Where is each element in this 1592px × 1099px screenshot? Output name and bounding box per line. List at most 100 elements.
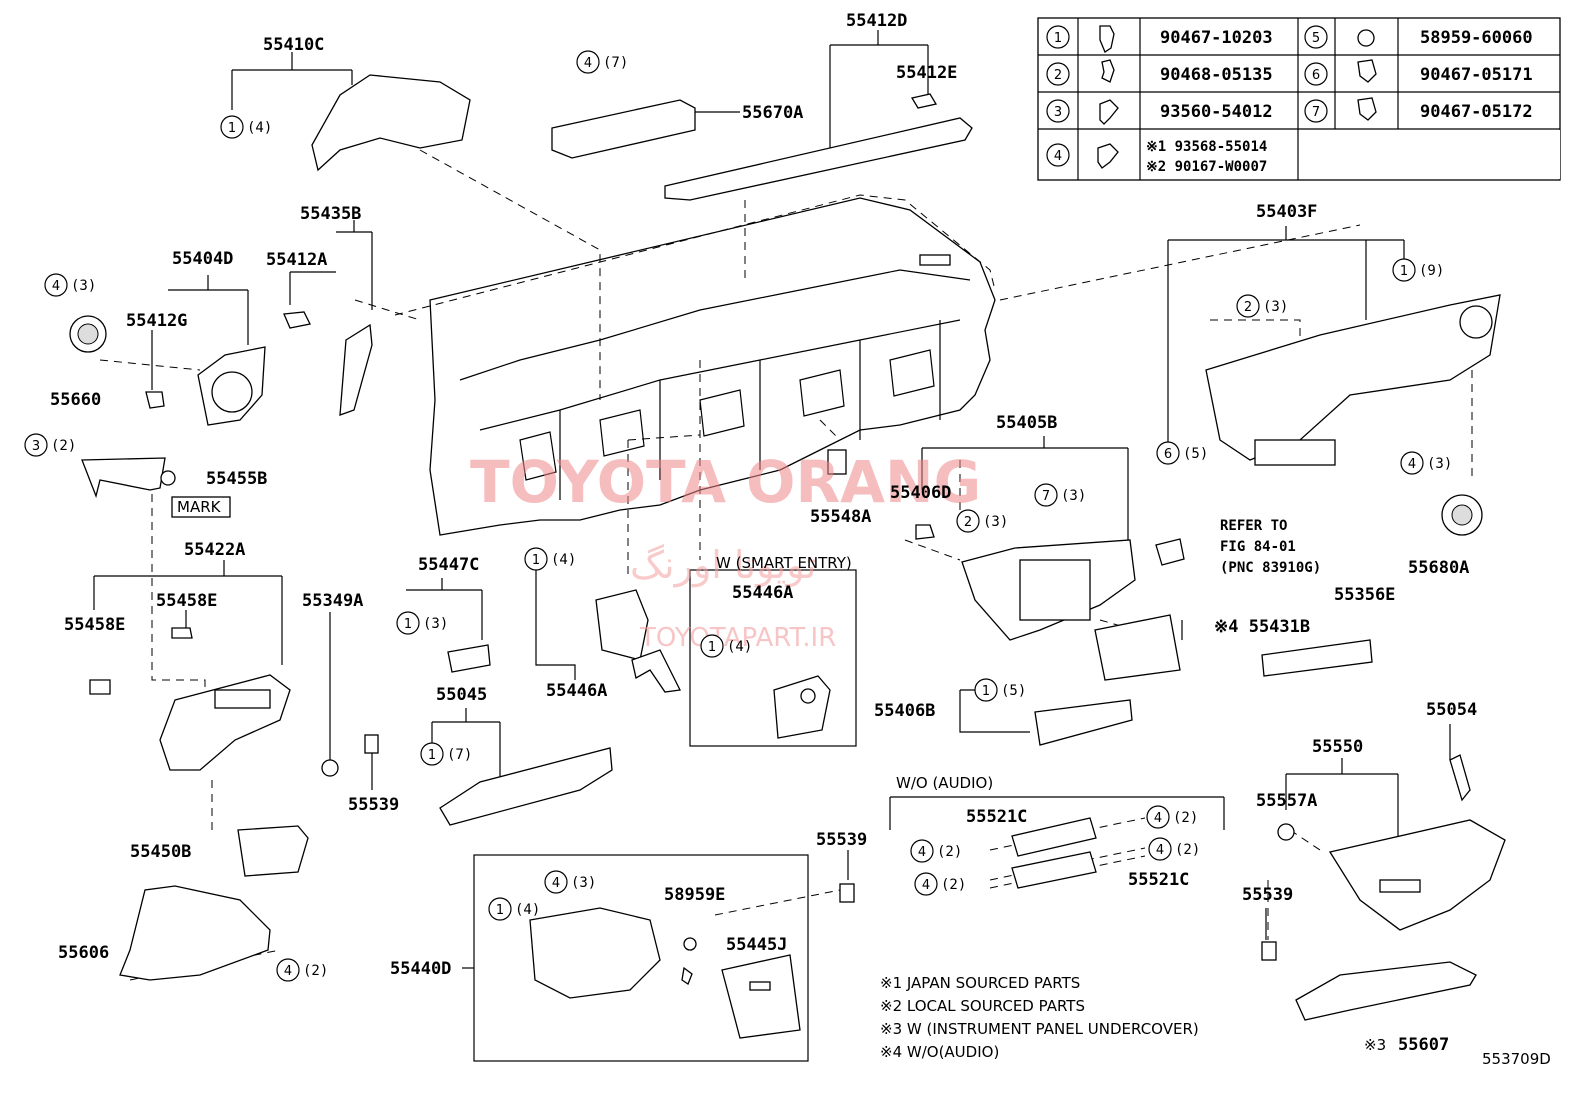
- watermark: TOYOTA ORANG تویوتا اورنگ TOYOTAPART.IR: [470, 448, 981, 653]
- clip-55458E-a: [89, 679, 111, 695]
- label-55412A: 55412A: [266, 250, 327, 270]
- part-labels: 55410C 55412D 55412E 55670A 55435B 55412…: [50, 11, 1551, 1068]
- table-part-4b: ※2 90167-W0007: [1146, 159, 1267, 175]
- glovebox-55550: [1328, 819, 1506, 931]
- svg-text:(2): (2): [941, 877, 966, 893]
- clip-55539-c: [1261, 941, 1277, 961]
- svg-text:7: 7: [1042, 489, 1050, 504]
- svg-text:(3): (3): [1061, 488, 1086, 504]
- table-part-2: 90468-05135: [1160, 65, 1273, 85]
- svg-text:(4): (4): [515, 902, 540, 918]
- clip-55548A: [827, 449, 847, 475]
- svg-text:(7): (7): [603, 55, 628, 71]
- clip-icon: [1357, 59, 1377, 83]
- svg-text:(PNC 83910G): (PNC 83910G): [1220, 560, 1321, 576]
- refer-note: REFER TO FIG 84-01 (PNC 83910G): [1220, 518, 1321, 576]
- label-55410C: 55410C: [263, 35, 324, 55]
- label-55447C: 55447C: [418, 555, 479, 575]
- label-55435B: 55435B: [300, 204, 361, 224]
- svg-text:4: 4: [1154, 811, 1162, 826]
- undercover-55606: [119, 885, 271, 981]
- svg-text:1: 1: [404, 617, 412, 632]
- cap-icon: [1357, 29, 1375, 47]
- screw-icon: [1099, 99, 1119, 125]
- svg-text:تویوتا اورنگ: تویوتا اورنگ: [630, 543, 817, 588]
- svg-text:1: 1: [982, 684, 990, 699]
- meter-hood: [311, 74, 471, 172]
- footnote-1: ※1 JAPAN SOURCED PARTS: [880, 974, 1080, 992]
- svg-text:(5): (5): [1183, 446, 1208, 462]
- svg-text:5: 5: [1312, 31, 1320, 46]
- label-55422A: 55422A: [184, 540, 245, 560]
- box-55440D-frame: [473, 854, 809, 1062]
- diagram-id: 553709D: [1482, 1050, 1551, 1068]
- svg-text:4: 4: [918, 845, 926, 860]
- label-55403F: 55403F: [1256, 202, 1317, 222]
- svg-text:(3): (3): [571, 875, 596, 891]
- upper-panel-strip: [664, 117, 973, 201]
- svg-text:(4): (4): [247, 120, 272, 136]
- label-55045: 55045: [436, 685, 487, 705]
- switch-bezel-55446A: [595, 589, 649, 661]
- label-55455B: 55455B: [206, 469, 267, 489]
- label-58959E: 58959E: [664, 885, 725, 905]
- label-55450B: 55450B: [130, 842, 191, 862]
- svg-text:6: 6: [1164, 447, 1172, 462]
- label-55607: 55607: [1398, 1035, 1449, 1055]
- clip-55539-b: [839, 883, 855, 903]
- label-55406B: 55406B: [874, 701, 935, 721]
- label-55557A: 55557A: [1256, 791, 1317, 811]
- label-55446A-b: 55446A: [732, 583, 793, 603]
- cover-55521C-b: [1011, 851, 1097, 889]
- cap-58959E: [683, 937, 697, 951]
- svg-text:(3): (3): [423, 616, 448, 632]
- svg-text:2: 2: [964, 515, 972, 530]
- svg-text:4: 4: [1408, 457, 1416, 472]
- cover-55521C-a: [1011, 817, 1097, 857]
- table-part-3: 93560-54012: [1160, 102, 1273, 122]
- table-part-7: 90467-05172: [1420, 102, 1533, 122]
- label-wo-audio: W/O (AUDIO): [896, 774, 993, 792]
- damper-55054: [1449, 754, 1471, 802]
- label-55349A: 55349A: [302, 591, 363, 611]
- label-55660: 55660: [50, 390, 101, 410]
- cover-55447C: [447, 644, 491, 673]
- clip-icon: [1099, 25, 1115, 53]
- label-55670A: 55670A: [742, 103, 803, 123]
- cover-left: [81, 457, 166, 499]
- label-55539-a: 55539: [348, 795, 399, 815]
- svg-text:4: 4: [584, 56, 592, 71]
- instrument-panel-frame: [394, 194, 996, 536]
- label-mark: MARK: [177, 498, 222, 516]
- clip-55412A: [283, 311, 311, 329]
- clip-icon: [1101, 59, 1115, 83]
- svg-text:(3): (3): [983, 514, 1008, 530]
- label-55431B: ※4 55431B: [1214, 617, 1310, 637]
- footnote-2: ※2 LOCAL SOURCED PARTS: [880, 997, 1085, 1015]
- spring-55445J: [681, 966, 693, 985]
- svg-text:1: 1: [1400, 264, 1408, 279]
- svg-text:4: 4: [52, 279, 60, 294]
- undercover-55607: [1295, 961, 1477, 1021]
- svg-text:1: 1: [532, 553, 540, 568]
- label-55412G: 55412G: [126, 311, 187, 331]
- label-55405B: 55405B: [996, 413, 1057, 433]
- label-55406D: 55406D: [890, 483, 951, 503]
- label-55458E-b: 55458E: [156, 591, 217, 611]
- svg-text:FIG 84-01: FIG 84-01: [1220, 539, 1296, 555]
- switch-ref: [1155, 538, 1185, 566]
- bezel-smart-entry: [773, 675, 831, 739]
- svg-text:1: 1: [496, 903, 504, 918]
- label-55446A-a: 55446A: [546, 681, 607, 701]
- table-part-1: 90467-10203: [1160, 28, 1273, 48]
- table-part-5: 58959-60060: [1420, 28, 1533, 48]
- label-55412D: 55412D: [846, 11, 907, 31]
- table-part-6: 90467-05171: [1420, 65, 1533, 85]
- svg-text:TOYOTAPART.IR: TOYOTAPART.IR: [639, 623, 836, 653]
- label-55606: 55606: [58, 943, 109, 963]
- svg-text:(4): (4): [727, 639, 752, 655]
- panel-55406B: [1034, 699, 1133, 746]
- box-55440D: [529, 907, 661, 999]
- bracket-55412E: [910, 93, 938, 109]
